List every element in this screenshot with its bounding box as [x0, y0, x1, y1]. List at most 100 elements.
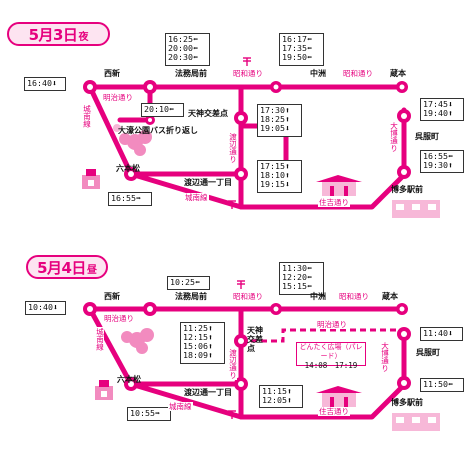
road-label-jonan-bottom: 城南線 [184, 193, 209, 202]
time-entry: 10:40⬇ [28, 302, 58, 312]
time-entry: 11:50⬅ [423, 379, 453, 389]
road-label-meiji: 明治通り [103, 314, 135, 323]
post-office-icon [228, 200, 236, 209]
time-entry: 16:40⬇ [27, 78, 57, 88]
stop-label-kura: 蔵本 [390, 69, 406, 78]
shrine-icon [316, 175, 362, 196]
time-entry: 16:55⬅ [423, 151, 453, 161]
timetable-homukyoku-may3: 16:25⬅ 20:00⬅ 20:30⬅ [165, 33, 210, 66]
route-jonan-left-may4 [87, 306, 134, 387]
road-label-showa-right: 昭和通り [342, 69, 374, 78]
time-entry: 20:30⬅ [168, 52, 198, 62]
road-label-sumiyoshi: 住吉通り [318, 198, 350, 207]
road-label-jonan-left: 城南線 [82, 104, 92, 129]
time-entry: 18:10⬆ [260, 170, 290, 180]
time-entry: 12:20⬅ [282, 272, 312, 282]
time-entry: 11:25⬆ [183, 323, 213, 333]
time-entry: 19:40⬆ [423, 108, 453, 118]
stop-label-watanabe: 渡辺通一丁目 [184, 178, 232, 187]
section-title-may3: 5月3日 夜 [7, 22, 110, 46]
time-entry: 15:06⬆ [183, 341, 213, 351]
time-entry: 19:05⬇ [260, 123, 290, 133]
time-entry: 20:10⬅ [144, 104, 174, 114]
time-entry: 16:55➡ [111, 193, 141, 203]
time-entry: 20:00⬅ [168, 43, 198, 53]
parade-label: どんたく広場（パレード） [299, 343, 363, 360]
time-entry: 11:30⬅ [282, 263, 312, 273]
time-entry: 19:30⬆ [423, 160, 453, 170]
pink-flower-icon [121, 328, 154, 354]
road-label-watanabe: 渡辺通り [228, 348, 238, 380]
route-jonan-bottom-may4 [128, 331, 407, 420]
time-entry: 18:09⬆ [183, 350, 213, 360]
stop-label-nakasu: 中洲 [310, 69, 326, 78]
road-label-showa-right: 昭和通り [338, 292, 370, 301]
timetable-nishijin-may4: 10:40⬇ [25, 301, 66, 315]
timetable-hakata-may4: 11:50⬅ [420, 378, 464, 392]
time-entry: 19:50⬅ [282, 52, 312, 62]
road-label-sumiyoshi: 住吉通り [318, 407, 350, 416]
stop-label-nishijin: 西新 [104, 292, 120, 301]
station-building-icon [392, 413, 440, 431]
timetable-ohori-may3: 20:10⬅ [141, 103, 184, 117]
stop-label-hakata: 博多駅前 [391, 185, 423, 194]
time-entry: 17:45⬇ [423, 99, 453, 109]
timetable-tenjin-may3: 17:30⬆ 18:25⬆ 19:05⬇ [257, 104, 302, 137]
stop-label-tenjin: 天神交差点 [188, 109, 228, 118]
timetable-hakata-may3: 16:55⬅ 19:30⬆ [420, 150, 464, 173]
stop-label-gofukumachi: 呉服町 [415, 132, 439, 141]
stop-label-nakasu: 中洲 [310, 292, 326, 301]
stop-label-tenjin: 天神交差点 [247, 326, 263, 353]
time-entry: 17:15⬆ [260, 161, 290, 171]
time-entry: 17:35⬅ [282, 43, 312, 53]
road-label-jonan-left: 城南線 [95, 327, 105, 352]
time-entry: 11:40⬇ [423, 328, 453, 338]
time-entry: 10:55➡ [130, 408, 160, 418]
stop-label-ropponmatsu: 六本松 [117, 375, 141, 384]
timetable-ropponmatsu-may3: 16:55➡ [108, 192, 152, 206]
road-label-taihaku: 大博通り [389, 121, 399, 153]
route-parade-may4 [241, 328, 404, 343]
stop-label-nishijin: 西新 [104, 69, 120, 78]
shrine-icon [316, 386, 362, 407]
parade-times: 14:08 17:19 [304, 361, 358, 370]
title-period: 夜 [78, 32, 89, 43]
station-building-icon [392, 200, 440, 218]
timetable-ropponmatsu-may4: 10:55➡ [127, 407, 171, 421]
parade-box: どんたく広場（パレード） 14:08 17:19 [296, 342, 366, 370]
title-date: 5月3日 [28, 25, 78, 44]
road-label-showa-left: 昭和通り [232, 292, 264, 301]
post-office-icon [228, 410, 236, 419]
time-entry: 18:25⬆ [260, 114, 290, 124]
time-entry: 16:17⬅ [282, 34, 312, 44]
castle-icon [95, 380, 113, 400]
stop-label-gofukumachi: 呉服町 [416, 348, 440, 357]
stop-label-hakata: 博多駅前 [391, 398, 423, 407]
time-entry: 12:15⬆ [183, 332, 213, 342]
timetable-gofukumachi-may3: 17:45⬇ 19:40⬆ [420, 98, 464, 121]
road-label-meiji-right: 明治通り [316, 320, 348, 329]
time-entry: 16:25⬅ [168, 34, 198, 44]
timetable-watanabe-may4: 11:15⬆ 12:05⬆ [259, 385, 303, 408]
timetable-tenjin-may4: 11:25⬆ 12:15⬆ 15:06⬆ 18:09⬆ [180, 322, 225, 364]
title-date: 5月4日 [37, 258, 86, 277]
road-label-showa-left: 昭和通り [232, 69, 264, 78]
stop-label-homukyoku: 法務局前 [175, 69, 207, 78]
stop-label-kura: 蔵本 [382, 292, 398, 301]
timetable-nishijin-may3: 16:40⬇ [24, 77, 66, 91]
time-entry: 19:15⬇ [260, 179, 290, 189]
stop-label-ohori: 大濠公園バス折り返し [118, 126, 198, 135]
road-label-taihaku: 大博通り [380, 341, 390, 373]
route-jonan-left-may3 [87, 84, 134, 177]
timetable-watanabe-may3: 17:15⬆ 18:10⬆ 19:15⬇ [257, 160, 302, 193]
timetable-gofukumachi-may4: 11:40⬇ [420, 327, 463, 341]
time-entry: 12:05⬆ [262, 395, 292, 405]
route-lines-may4 [87, 306, 407, 420]
pink-flower-icon [113, 124, 152, 156]
post-office-icon [243, 57, 251, 66]
stop-label-watanabe: 渡辺通一丁目 [184, 388, 232, 397]
time-entry: 11:15⬆ [262, 386, 292, 396]
time-entry: 10:25⬅ [170, 277, 200, 287]
castle-icon [82, 169, 100, 189]
